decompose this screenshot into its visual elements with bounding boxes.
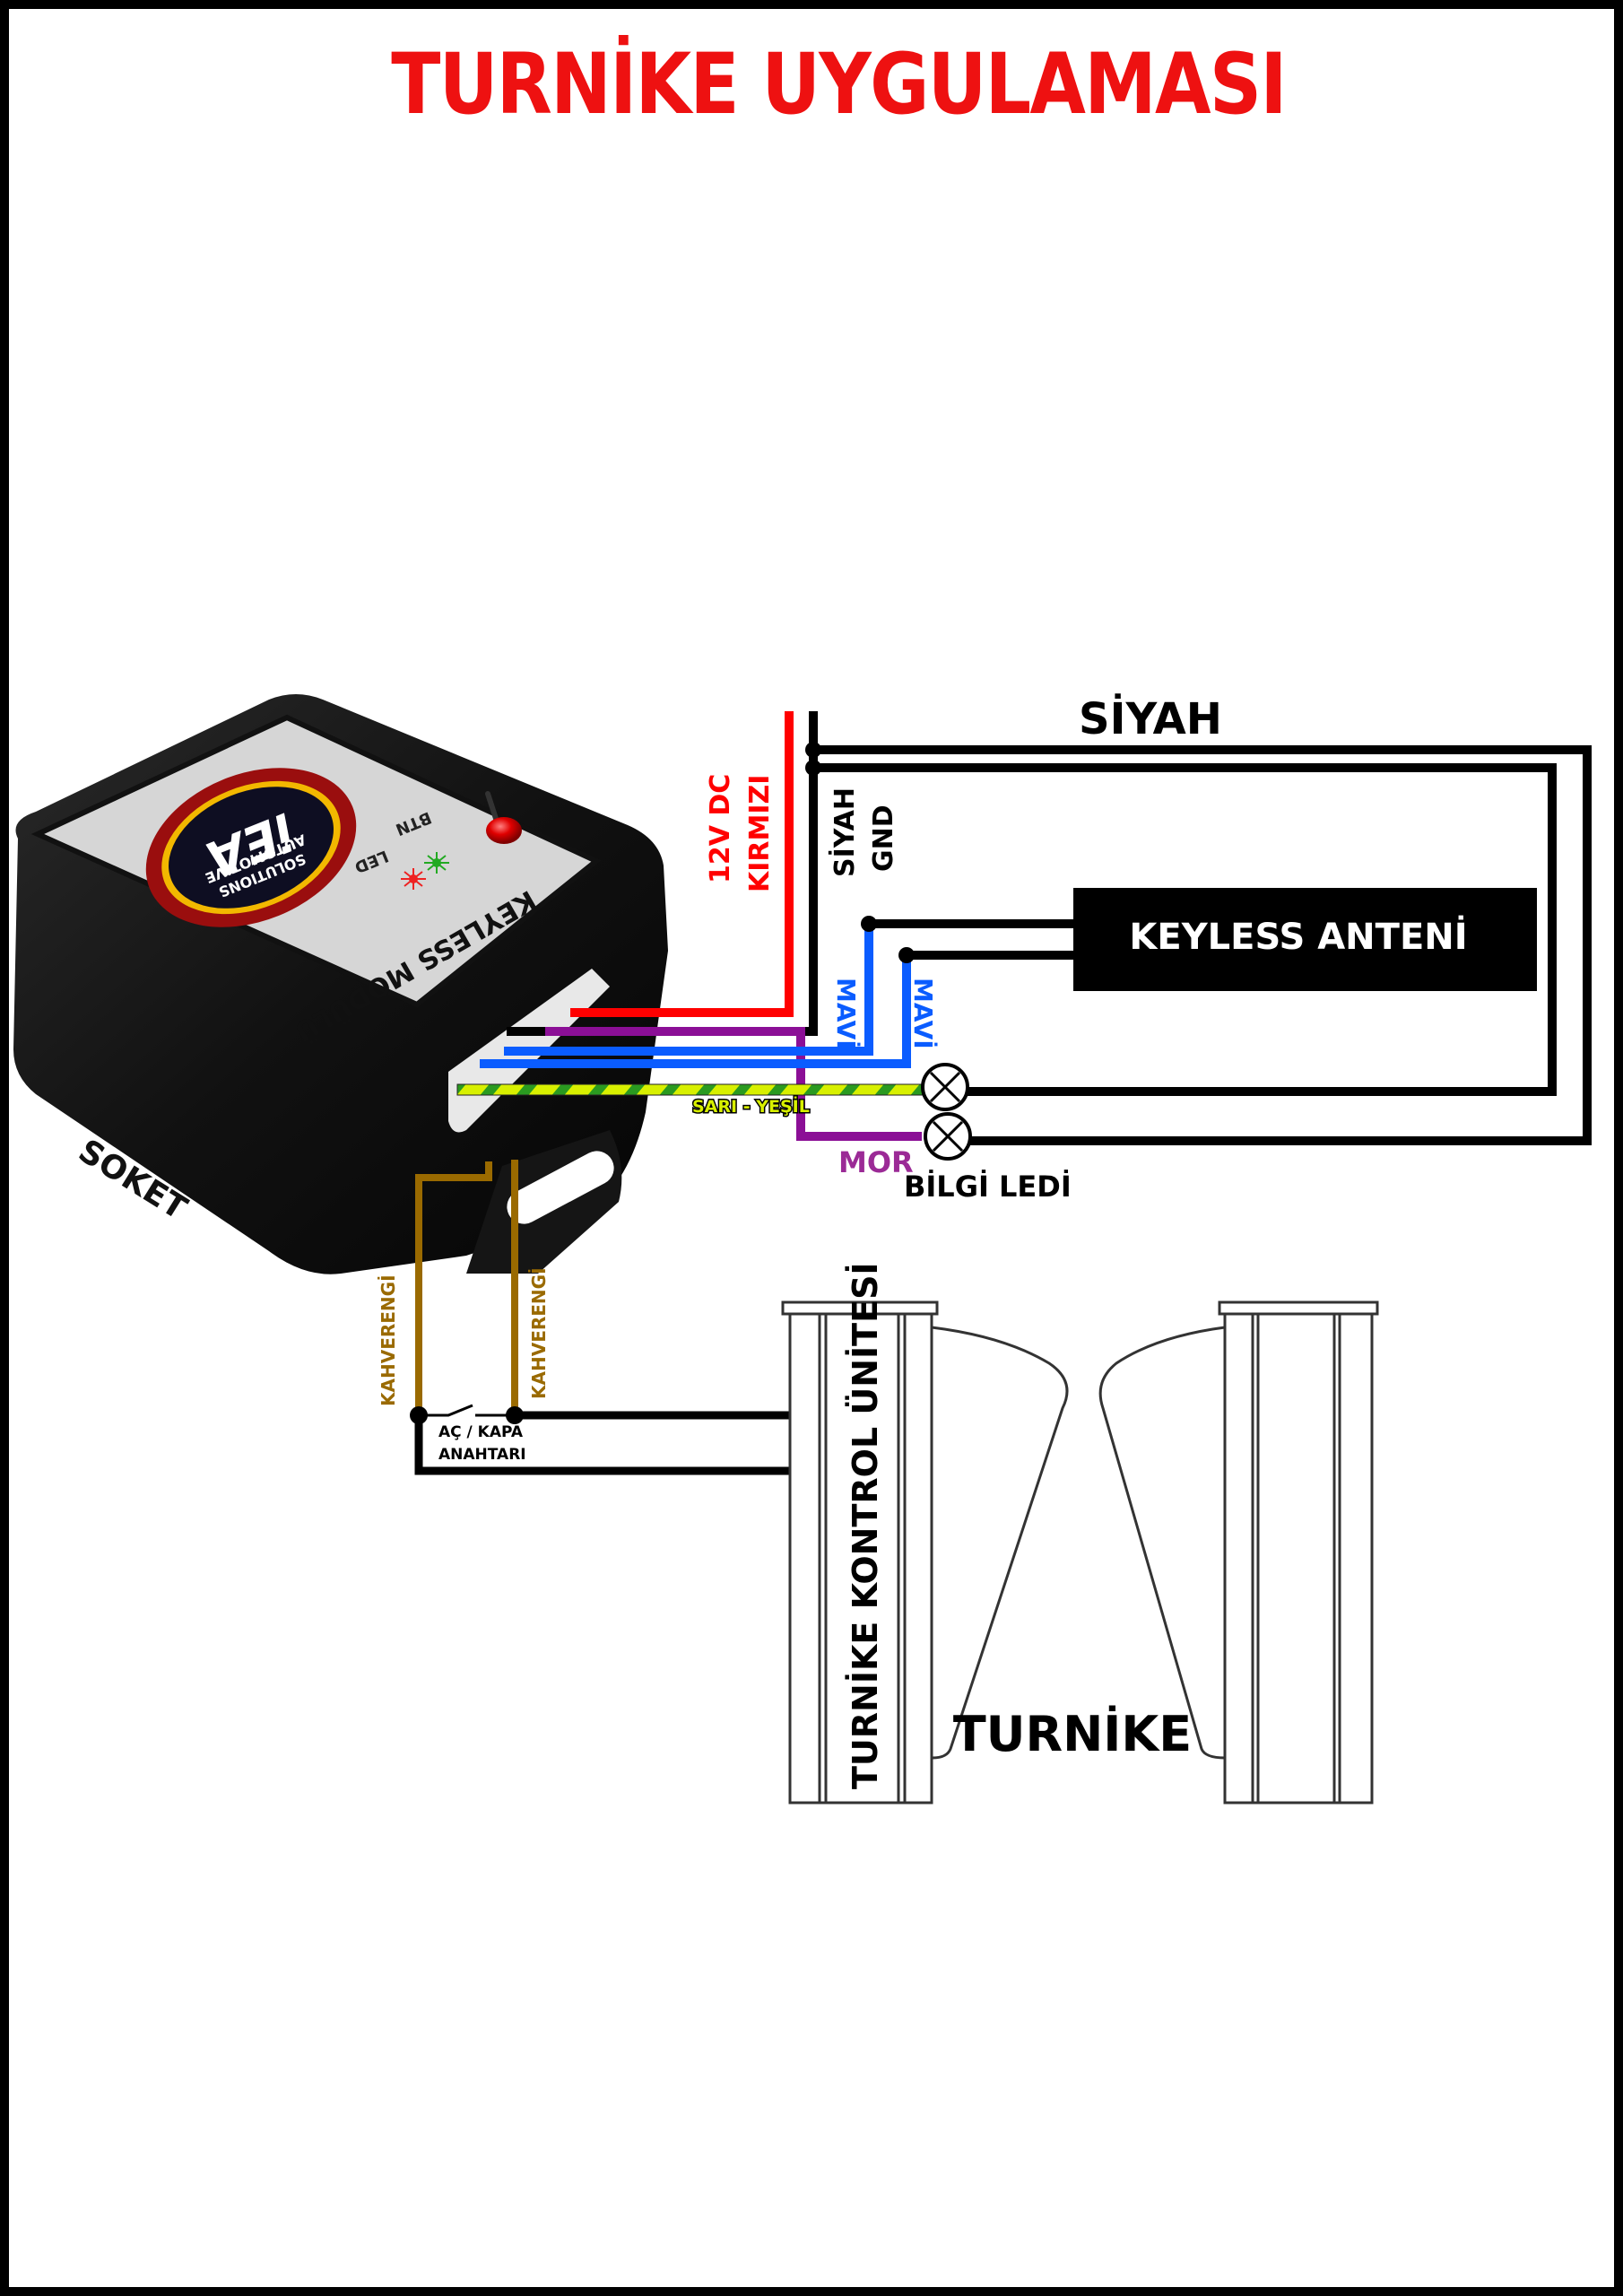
brand-logo: iEA AUTOMOTIVE SOLUTIONS — [145, 768, 357, 927]
switch-label-line2: ANAHTARI — [438, 1446, 526, 1464]
keyless-module: iEA AUTOMOTIVE SOLUTIONS BTN LED KEYLESS… — [13, 694, 668, 1274]
turnstile-left-wing — [931, 1326, 1069, 1760]
turnstile-left-post — [781, 1300, 939, 1805]
info-led-lamp-1-icon — [921, 1063, 969, 1111]
keyless-antenna-box — [1073, 888, 1537, 991]
junction-dot — [410, 1406, 428, 1424]
power-wire — [570, 711, 794, 1017]
ground-label-line2: GND — [868, 804, 899, 872]
keyless-antenna-label: KEYLESS ANTENİ — [1129, 915, 1467, 958]
turnstile-right-post — [1218, 1300, 1379, 1805]
info-led-label: BİLGİ LEDİ — [904, 1170, 1072, 1204]
brown-wire-2-label: KAHVERENGİ — [528, 1267, 550, 1399]
blue-wire-1-label: MAVİ — [831, 978, 862, 1049]
mounting-slot — [507, 1151, 614, 1224]
blue-wire-2 — [480, 955, 911, 1068]
page-title: TURNİKE UYGULAMASI — [391, 36, 1287, 134]
brown-wire-1-label: KAHVERENGİ — [378, 1274, 399, 1406]
toggle-button-icon — [485, 791, 522, 844]
ground-label-line1: SİYAH — [829, 787, 861, 877]
junction-dot — [506, 1406, 524, 1424]
yellow-green-wire — [456, 1083, 924, 1096]
turnstile-right-wing — [1098, 1326, 1226, 1760]
junction-dot — [805, 742, 821, 758]
power-label-line2: KIRMIZI — [744, 775, 776, 892]
black-wire-inner — [812, 763, 1557, 1096]
junction-dot — [861, 916, 877, 932]
junction-dot — [805, 760, 821, 776]
blue-wire-2-label: MAVİ — [908, 978, 939, 1049]
switch-lever — [425, 1404, 473, 1417]
purple-label: MOR — [838, 1145, 914, 1179]
junction-dot — [898, 947, 915, 963]
green-led-icon — [424, 852, 449, 874]
red-led-icon — [401, 868, 426, 890]
blue-wire-1 — [504, 924, 873, 1056]
yellow-green-label: SARI - YEŞİL — [692, 1095, 810, 1117]
switch-label-line1: AÇ / KAPA — [438, 1423, 524, 1441]
black-wire-outer — [812, 745, 1592, 1145]
info-led-lamp-2-icon — [924, 1112, 972, 1161]
turnstile-control-unit-label: TURNİKE KONTROL ÜNİTESİ — [846, 1262, 885, 1789]
power-label-line1: 12V DC — [705, 774, 736, 883]
junction-dots — [410, 742, 915, 1424]
brown-wire-1 — [415, 1161, 492, 1417]
switch-to-turnstile-wire-bottom — [414, 1417, 794, 1475]
turnstile-label: TURNİKE — [953, 1706, 1192, 1762]
top-black-label: SİYAH — [1079, 693, 1222, 744]
